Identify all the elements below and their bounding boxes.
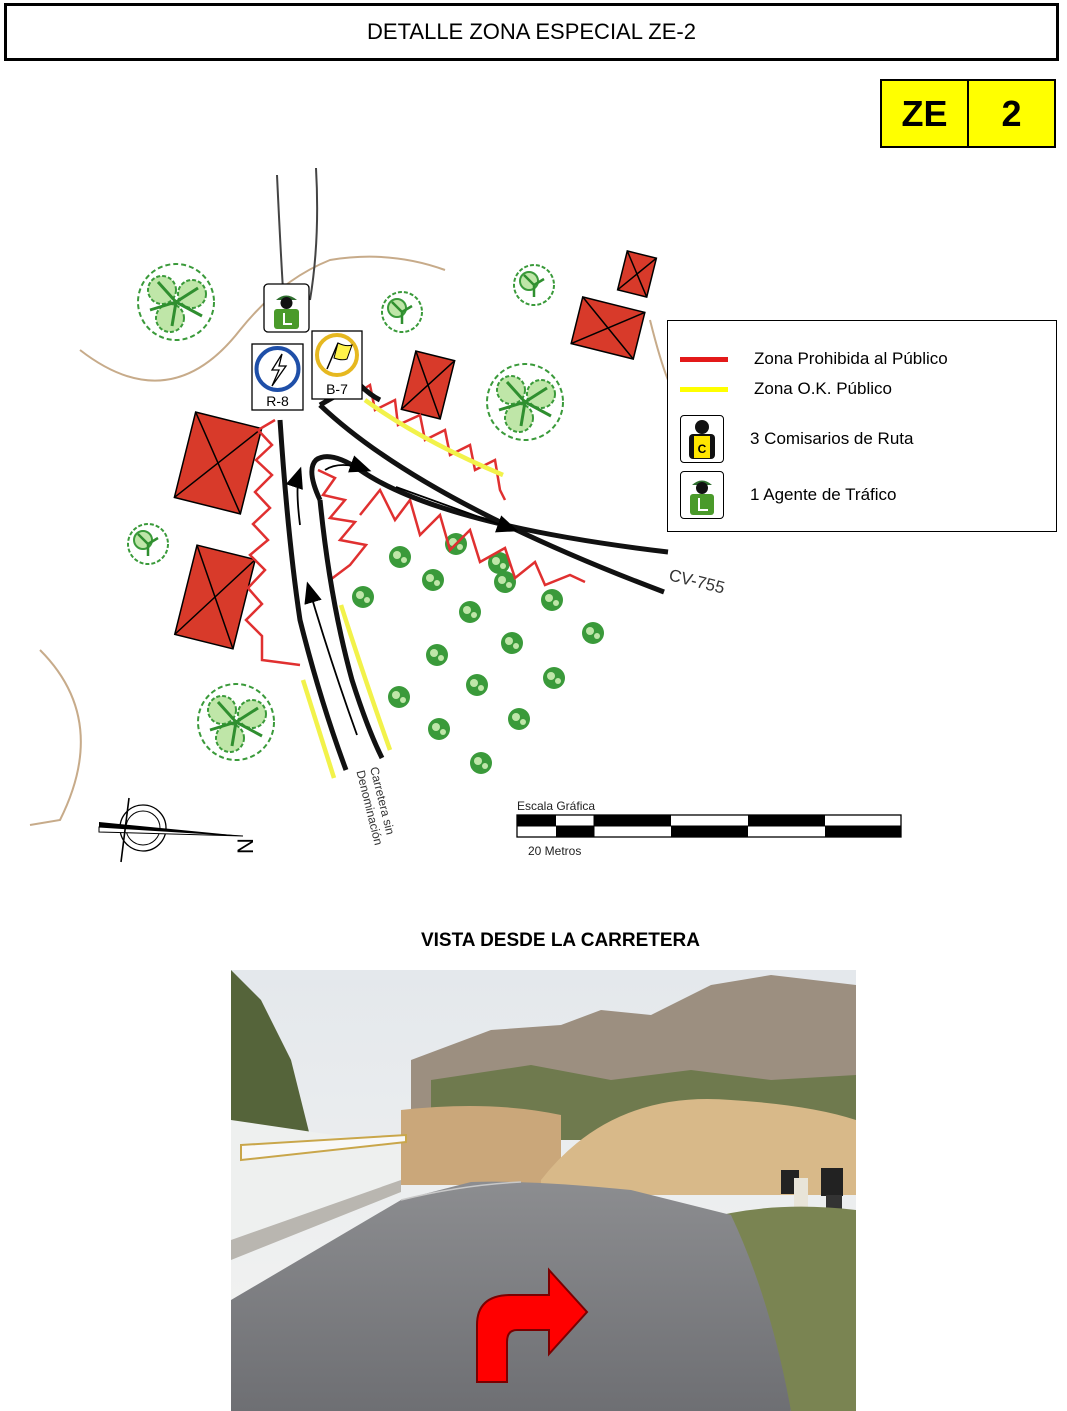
- legend-item-prohibited: Zona Prohibida al Público: [680, 349, 948, 369]
- zone-badge-number: 2: [967, 81, 1054, 146]
- contour-line: [29, 649, 82, 826]
- north-arrow-icon: N: [98, 797, 258, 863]
- road-photo: [231, 970, 856, 1411]
- tree-icon: [196, 682, 276, 762]
- legend-swatch-yellow: [680, 386, 728, 392]
- building: [173, 411, 263, 515]
- marshal-icon: C: [680, 415, 724, 463]
- tree-icon: [512, 263, 556, 307]
- legend-label: 1 Agente de Tráfico: [750, 485, 897, 504]
- zone-badge-prefix: ZE: [901, 92, 948, 134]
- svg-text:C: C: [698, 442, 707, 456]
- tree-icon: [136, 262, 216, 342]
- traffic-direction-arrows: [285, 455, 519, 736]
- building: [570, 296, 646, 360]
- legend-item-marshals: C 3 Comisarios de Ruta: [680, 415, 913, 463]
- legend-swatch-red: [680, 356, 728, 362]
- building: [616, 250, 658, 298]
- svg-text:B-7: B-7: [326, 381, 348, 397]
- page-title-box: DETALLE ZONA ESPECIAL ZE-2: [4, 3, 1059, 61]
- contour-line: [649, 319, 669, 381]
- olive-grove: [352, 533, 604, 774]
- sign-r8: R-8: [251, 343, 304, 411]
- svg-text:R-8: R-8: [266, 393, 289, 409]
- svg-text:20 Metros: 20 Metros: [528, 844, 581, 858]
- zone-map: CV-755 Carretera sin Denominación R-8 B-…: [29, 167, 902, 863]
- building: [173, 544, 257, 650]
- ok-public-zone: [300, 398, 504, 779]
- legend-label: 3 Comisarios de Ruta: [750, 429, 914, 448]
- north-road: [276, 167, 319, 301]
- traffic-agent-icon: [263, 283, 310, 333]
- turn-right-arrow-icon: [476, 1267, 589, 1383]
- main-road-edges: [277, 382, 669, 771]
- legend-item-traffic-agent: 1 Agente de Tráfico: [680, 471, 897, 519]
- lightning-circle-icon: [270, 353, 288, 387]
- building: [400, 350, 456, 420]
- legend-item-ok-public: Zona O.K. Público: [680, 379, 892, 399]
- zone-badge: ZE 2: [880, 79, 1056, 148]
- map-legend: Zona Prohibida al Público Zona O.K. Públ…: [667, 320, 1057, 532]
- scale-bar: Escala Gráfica 20 Metros: [516, 799, 902, 858]
- side-road-label: Carretera sin Denominación: [354, 765, 398, 846]
- photo-section-title: VISTA DESDE LA CARRETERA: [420, 930, 701, 951]
- tree-icon: [126, 522, 170, 566]
- tree-icon: [380, 290, 424, 334]
- tree-icon: [485, 362, 565, 442]
- svg-text:Escala Gráfica: Escala Gráfica: [517, 799, 595, 813]
- page-title: DETALLE ZONA ESPECIAL ZE-2: [367, 19, 696, 44]
- legend-label: Zona O.K. Público: [754, 379, 892, 398]
- svg-text:N: N: [233, 838, 258, 854]
- flag-circle-icon: [326, 342, 353, 370]
- road-label-cv755: CV-755: [667, 565, 727, 597]
- legend-label: Zona Prohibida al Público: [754, 349, 948, 368]
- sign-b7: B-7: [311, 330, 363, 400]
- traffic-agent-icon: [680, 471, 724, 519]
